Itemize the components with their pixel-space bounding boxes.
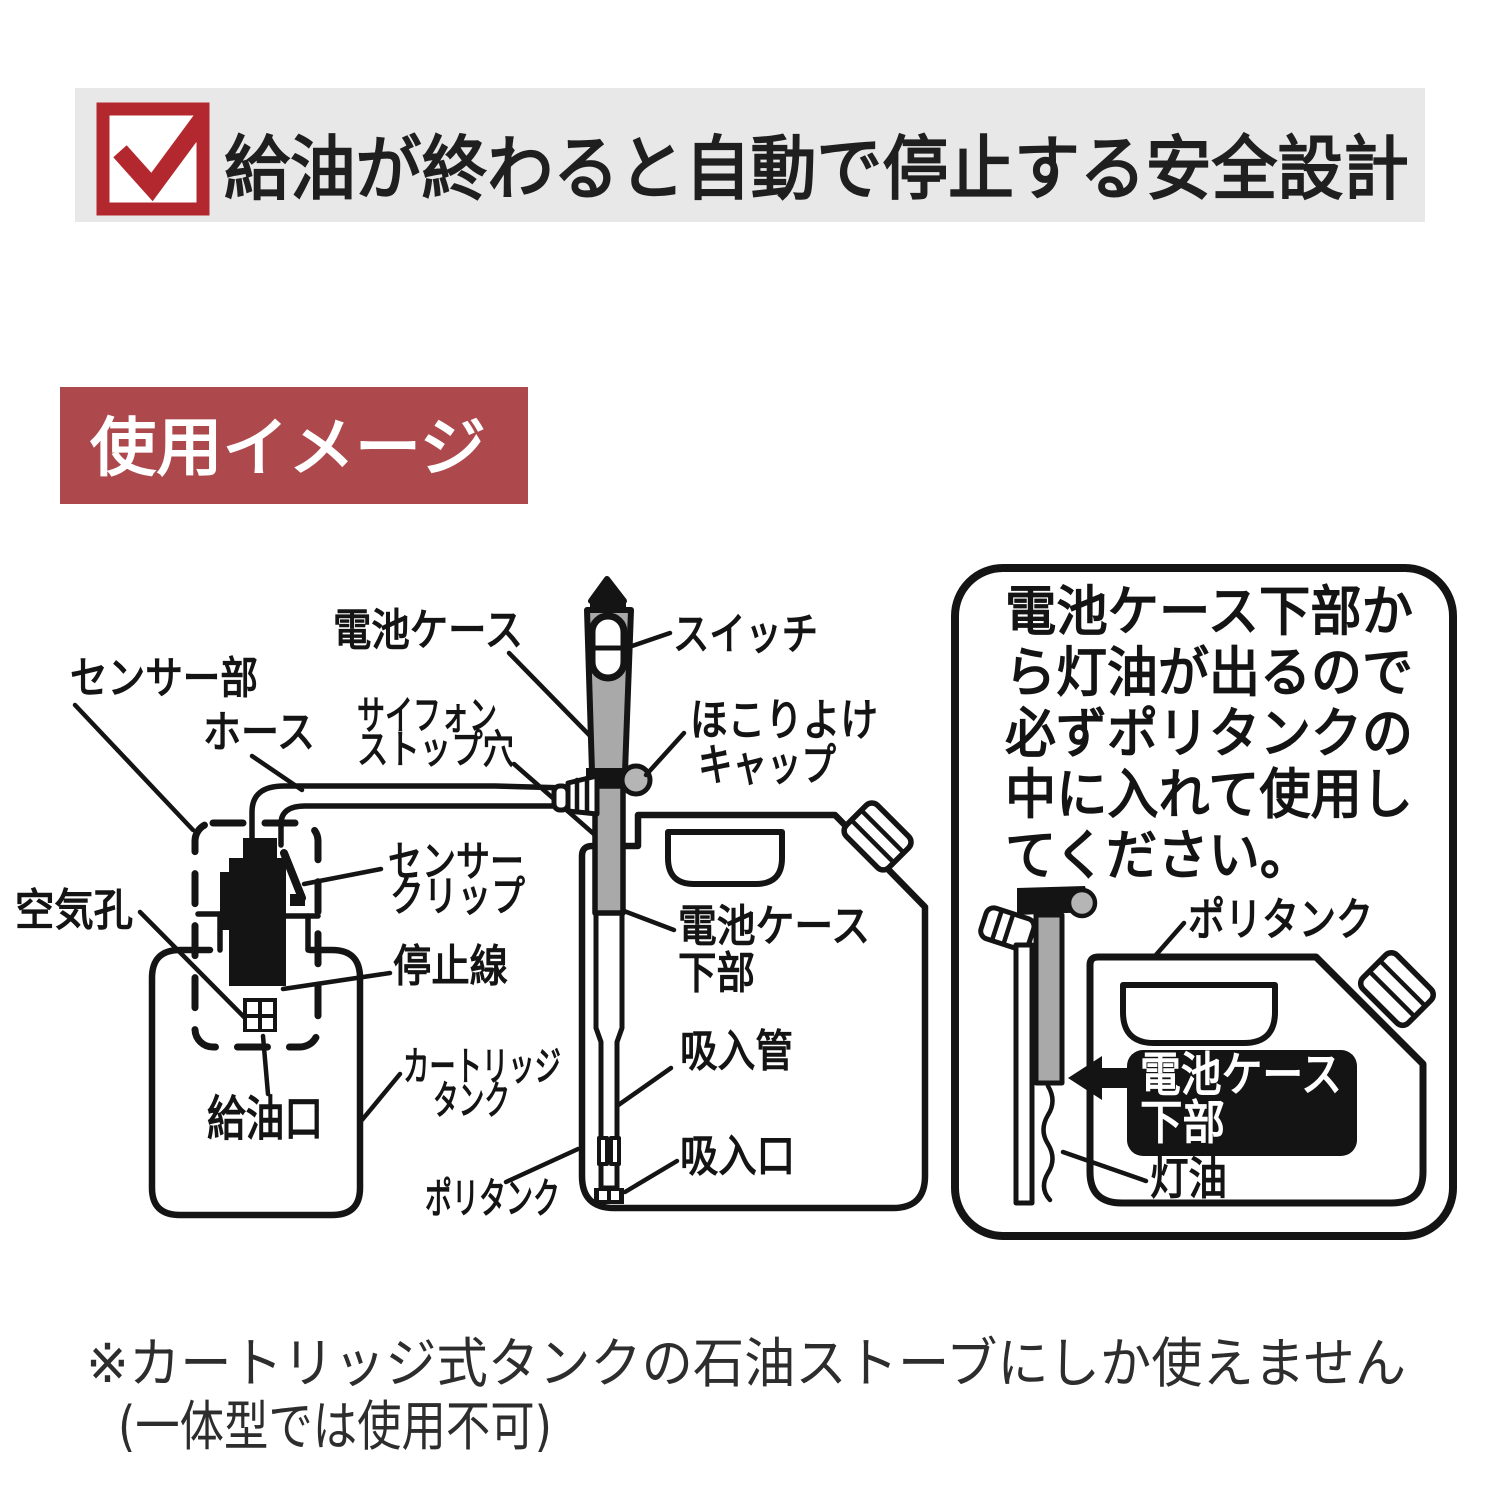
arrow-left-icon [1068,1056,1127,1100]
caution-panel: 電池ケース下部か ら灯油が出るので 必ずポリタンクの 中に入れて使用し てくださ… [951,564,1457,1240]
label-siphon-stop-hole-2: ストップ穴 [357,727,514,773]
footnote-line-2: (一体型では使用不可) [118,1395,552,1458]
caution-note: 電池ケース下部か ら灯油が出るので 必ずポリタンクの 中に入れて使用し てくださ… [1005,580,1413,887]
cartridge-tank-outline [148,946,364,1219]
section-label: 使用イメージ [60,387,528,504]
middle-diagram: スイッチ ほこりよけ キャップ 電池ケース 下部 吸入管 吸入口 [551,576,929,1212]
caution-line: 必ずポリタンクの [1005,702,1413,765]
label-suction-pipe: 吸入管 [680,1026,793,1077]
label-stop-line: 停止線 [393,941,508,992]
mini-nozzle [978,905,1037,953]
label-sensor-clip-1: センサー [388,837,524,886]
label-suction-inlet: 吸入口 [680,1131,795,1182]
label-cartridge-tank-2: タンク [433,1078,510,1124]
mini-callout-line-2: 下部 [1140,1096,1225,1151]
battery-case-cap [590,582,626,612]
leader-sensor-unit [72,702,196,833]
leader-battery-case-bottom [621,908,677,933]
caution-line: ら灯油が出るので [1005,641,1413,704]
section-label-text: 使用イメージ [90,412,486,486]
label-poly-tank-left: ポリタンク [425,1174,560,1223]
footnote: ※カートリッジ式タンクの石油ストーブにしか使えません (一体型では使用不可) [86,1332,1406,1458]
leader-kerosene [1060,1149,1149,1184]
sensor-zone-dashed-box [191,819,322,1051]
leader-poly-tank-right [1152,920,1187,959]
mini-callout-box [1127,1050,1357,1156]
caution-line: てください。 [1005,824,1311,887]
caution-line: 電池ケース下部か [1005,580,1413,643]
mini-tank-handle [1120,982,1278,1046]
leader-suction-pipe [614,1065,674,1109]
mini-tank-cap [1357,949,1437,1029]
header-background [75,88,1425,222]
label-battery-case-bottom-1: 電池ケース [678,901,870,952]
section-label-background [60,387,528,504]
label-siphon-stop-hole-1: サイフォン [357,693,497,739]
leader-switch [626,630,673,650]
label-sensor-unit: センサー部 [70,653,258,704]
poly-tank-outline [578,811,929,1212]
leader-suction-inlet [622,1158,680,1195]
sensor-unit-shape [220,838,306,1032]
leader-poly-tank-left [503,1146,581,1185]
left-diagram: センサー部 ホース 電池ケース サイフォン ストップ穴 空気孔 センサー クリッ… [15,605,611,1223]
label-poly-tank-right: ポリタンク [1188,893,1373,946]
suction-inlet-foot [594,1188,624,1204]
hose-tube [249,783,571,848]
label-battery-case-bottom-2: 下部 [678,948,755,999]
label-hose: ホース [203,707,315,758]
label-battery-case: 電池ケース [333,605,523,656]
kerosene-stream [1041,1083,1055,1203]
caution-mini-diagram: 電池ケース 下部 ポリタンク 灯油 [978,886,1437,1207]
battery-case-lower-tube [592,783,626,916]
sensor-clip-arm [280,849,306,902]
label-dust-cap-2: キャップ [698,740,836,791]
hose-nozzle [551,773,600,817]
suction-inlet-slit [609,1136,621,1166]
middle-leader-lines [614,630,687,1195]
caution-line: 中に入れて使用し [1005,763,1413,826]
mini-battery-case-lower [1033,912,1065,1086]
leader-dust-cap [643,730,687,778]
label-switch: スイッチ [673,609,818,660]
poly-tank-handle [665,829,785,887]
leader-air-hole [137,909,250,1023]
suction-inlet-slit [597,1136,609,1166]
mini-dust-cap [1066,887,1098,919]
header-banner: 給油が終わると自動で停止する安全設計 [75,88,1425,222]
poly-tank-cap [841,800,914,873]
header-title: 給油が終わると自動で停止する安全設計 [224,128,1409,210]
dust-cap-shape [619,763,653,797]
footnote-line-1: ※カートリッジ式タンクの石油ストーブにしか使えません [86,1332,1406,1395]
label-cartridge-tank-1: カートリッジ [403,1044,561,1090]
label-fuel-inlet: 給油口 [207,1091,323,1147]
pump [551,576,653,1204]
leader-cartridge-tank [359,1071,403,1123]
leader-battery-case [506,650,602,748]
leader-stop-line [280,970,393,992]
label-air-hole: 空気孔 [15,885,133,936]
label-dust-cap-1: ほこりよけ [690,695,878,746]
label-sensor-clip-2: クリップ [390,872,525,921]
mini-suction-pipe [1013,942,1035,1206]
check-icon [96,102,210,216]
label-kerosene: 灯油 [1150,1152,1227,1205]
mini-callout-line-1: 電池ケース [1140,1048,1342,1103]
